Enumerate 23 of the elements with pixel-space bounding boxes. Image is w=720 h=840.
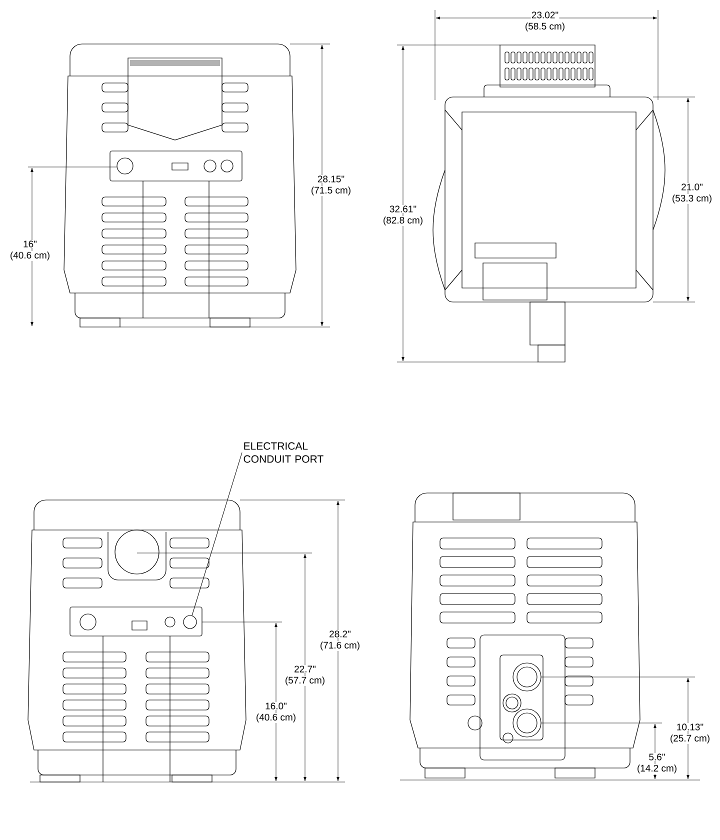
dimension-label: 21.0"	[680, 183, 704, 191]
dimension-label: (58.5 cm)	[524, 22, 566, 32]
dimension-label: (71.5 cm)	[310, 186, 352, 196]
dimension-label: (40.6 cm)	[255, 712, 297, 724]
dimension-label: (82.8 cm)	[382, 216, 424, 226]
dimension-label: 28.2"	[328, 630, 352, 638]
leader-line	[192, 452, 242, 616]
dimension-label: 5.6"	[648, 753, 666, 761]
dimension-label: (57.7 cm)	[284, 676, 326, 686]
conduit-port	[183, 615, 197, 629]
dimension-label: 16.0"	[264, 702, 288, 710]
dimension-label: (71.6 cm)	[319, 640, 361, 652]
dimension-label: (40.6 cm)	[9, 250, 51, 262]
dimension-label: 16"	[22, 240, 38, 248]
dimension-label: (53.3 cm)	[671, 194, 713, 204]
dimension-label: 22.7"	[293, 665, 317, 673]
dimension-label: (25.7 cm)	[669, 734, 711, 744]
dimension-label: (14.2 cm)	[636, 764, 678, 774]
dimension-label: 28.15"	[316, 175, 346, 183]
callout-label: ELECTRICAL CONDUIT PORT	[244, 442, 324, 463]
dimension-label: 32.61"	[388, 205, 418, 213]
dimension-label: 23.02"	[530, 11, 560, 19]
dimension-label: 10.13"	[676, 723, 704, 731]
